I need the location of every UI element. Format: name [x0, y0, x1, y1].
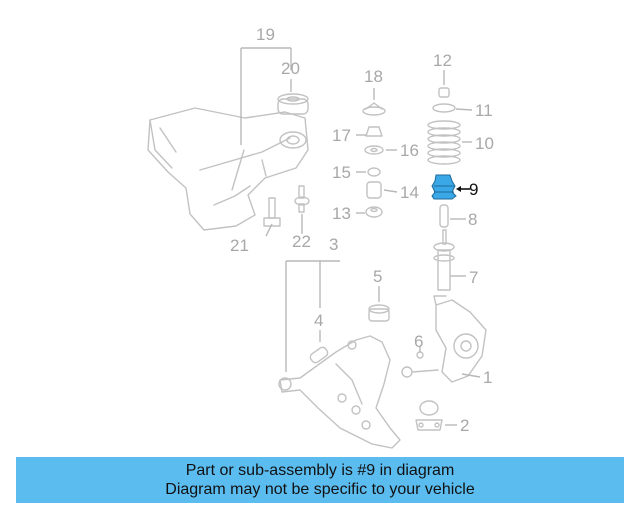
knuckle-drawing [433, 295, 487, 383]
subframe-drawing [147, 107, 309, 231]
callout-7: 7 [469, 268, 478, 287]
callouts: 19 20 18 17 16 15 14 13 12 11 10 9 8 22 … [230, 25, 494, 435]
highlighted-part-9 [431, 174, 470, 200]
callout-10: 10 [475, 134, 494, 153]
callout-5: 5 [373, 267, 382, 286]
callout-17: 17 [332, 126, 351, 145]
strut-drawing [433, 204, 455, 291]
callout-9: 9 [469, 180, 478, 199]
banner-line-1: Part or sub-assembly is #9 in diagram [185, 462, 455, 479]
callout-18: 18 [364, 67, 383, 86]
callout-20: 20 [281, 59, 300, 78]
callout-3: 3 [329, 235, 338, 254]
control-arm-drawing [278, 335, 401, 449]
callout-21: 21 [230, 236, 249, 255]
link-6-drawing [401, 351, 439, 378]
bushing-5-drawing [368, 304, 390, 322]
callout-11: 11 [475, 101, 493, 120]
callout-13: 13 [332, 204, 351, 223]
callout-16: 16 [400, 141, 419, 160]
callout-22: 22 [292, 232, 311, 251]
callout-15: 15 [332, 163, 351, 182]
info-banner: Part or sub-assembly is #9 in diagram Di… [16, 457, 624, 503]
ball-joint-drawing [415, 400, 443, 431]
bushing-20-drawing [277, 93, 309, 115]
spring-stack-drawing [427, 87, 461, 165]
banner-line-2: Diagram may not be specific to your vehi… [165, 481, 475, 498]
line-art [147, 47, 487, 449]
callout-6: 6 [414, 332, 423, 351]
callout-1: 1 [483, 368, 492, 387]
bolt-22-drawing [294, 185, 310, 213]
bushing-4-drawing [309, 346, 329, 364]
callout-4: 4 [314, 311, 323, 330]
callout-19: 19 [256, 25, 275, 44]
callout-14: 14 [400, 183, 419, 202]
center-stack-drawing [362, 102, 386, 218]
callout-2: 2 [460, 416, 469, 435]
callout-12: 12 [433, 51, 452, 70]
callout-8: 8 [468, 210, 477, 229]
leader-lines [240, 47, 481, 426]
bolt-21-drawing [263, 197, 281, 227]
